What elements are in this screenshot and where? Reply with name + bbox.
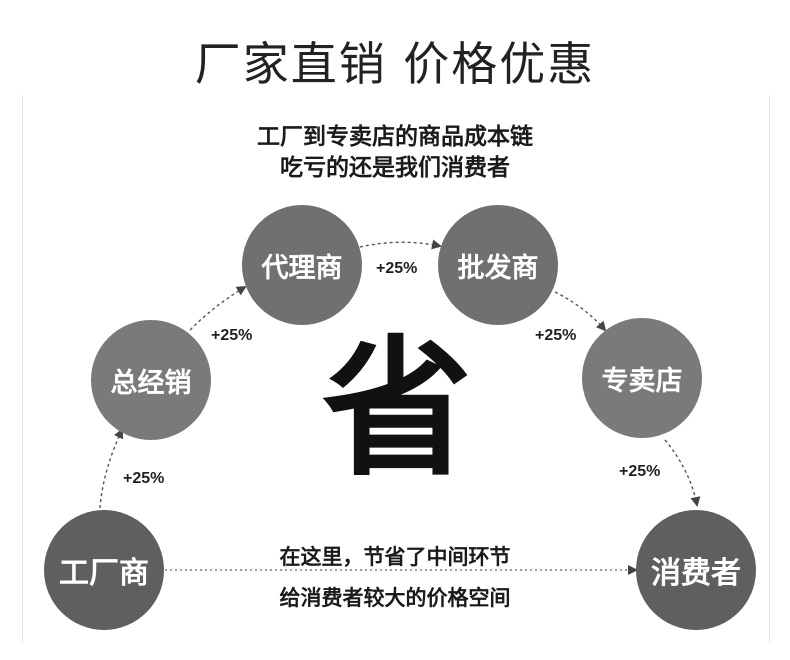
content-frame [22,95,770,643]
bottom-note-line-2: 给消费者较大的价格空间 [279,586,511,610]
node-agent: 代理商 [242,205,362,325]
arrow-wholesaler-to-store [554,291,607,332]
node-consumer: 消费者 [636,510,756,630]
bottom-note-line-1: 在这里，节省了中间环节 [279,545,511,569]
subtitle-line-2: 吃亏的还是我们消费者 [280,155,510,181]
node-wholesaler: 批发商 [438,205,558,325]
markup-label-4: +25% [535,327,577,344]
markup-label-1: +25% [123,470,165,487]
markup-label-5: +25% [619,463,661,480]
node-general-distributor-label: 总经销 [110,367,192,399]
node-general-distributor: 总经销 [91,320,211,440]
page-title: 厂家直销 价格优惠 [194,37,596,91]
save-character: 省 [322,323,473,497]
arrow-factory-to-general [99,428,124,509]
markup-label-3: +25% [376,260,418,277]
node-consumer-label: 消费者 [651,556,741,591]
node-store-label: 专卖店 [601,365,683,397]
markup-label-2: +25% [211,327,253,344]
subtitle-line-1: 工厂到专卖店的商品成本链 [257,124,533,150]
arrow-general-to-agent [189,285,247,331]
node-agent-label: 代理商 [261,252,343,284]
arrow-agent-to-wholesaler [359,239,442,250]
arrow-store-to-consumer [664,439,701,507]
node-wholesaler-label: 批发商 [457,252,539,284]
node-factory: 工厂商 [44,510,164,630]
node-factory-label: 工厂商 [59,556,149,591]
node-store: 专卖店 [582,318,702,438]
